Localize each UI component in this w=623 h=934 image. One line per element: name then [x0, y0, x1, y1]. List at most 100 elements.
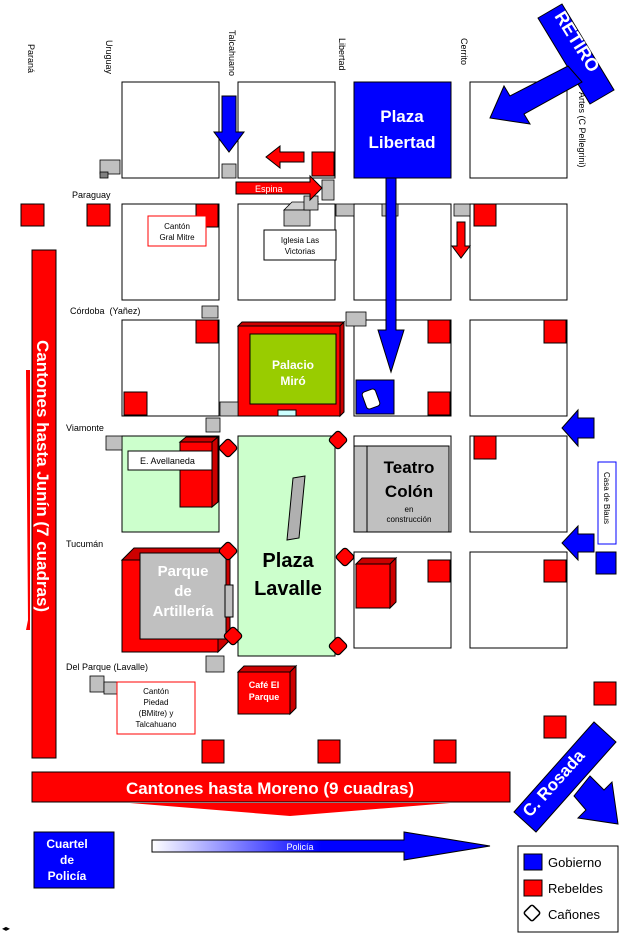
plaza-lavalle — [237, 435, 336, 657]
street-uruguay: Uruguay — [104, 40, 114, 75]
parque-artilleria-court — [139, 552, 227, 640]
cannon-icon — [328, 430, 348, 450]
iglesia-label-1: Iglesia Las — [281, 236, 319, 245]
cafe-side — [289, 664, 297, 716]
palacio-miro-label-2: Miró — [280, 374, 305, 388]
gray-block — [335, 203, 355, 217]
street-paraguay: Paraguay — [72, 190, 111, 200]
red-block — [355, 563, 391, 609]
blue-left-arrow — [561, 408, 595, 448]
gov-square — [595, 551, 617, 575]
moreno-arrow — [130, 803, 450, 816]
cuartel-label-1: Cuartel — [46, 837, 87, 851]
block — [353, 203, 452, 301]
block — [121, 81, 220, 179]
teatro-colon — [366, 445, 450, 533]
gray-block — [201, 305, 219, 319]
canton-mitre-label-2: Gral Mitre — [159, 233, 195, 242]
rebel-square — [473, 435, 497, 460]
cafe-label-2: Parque — [249, 692, 280, 702]
cuartel-policia — [33, 831, 115, 889]
rebel-square — [473, 203, 497, 227]
plaza-lavalle-label-1: Plaza — [262, 550, 314, 572]
street-artes: Artes (C Pellegrini) — [577, 92, 587, 168]
artilleria-label-3: Artillería — [153, 603, 215, 620]
espina-label: Espina — [255, 184, 283, 194]
cantones-moreno-bar — [31, 771, 511, 803]
nav-arrows-icon: ◂▸ — [2, 924, 10, 933]
canton-mitre-label-1: Cantón — [164, 222, 190, 231]
legend-rebeldes-swatch — [523, 879, 543, 897]
cannon-icon — [223, 626, 243, 646]
gray-block — [105, 435, 123, 451]
legend-gobierno-swatch — [523, 853, 543, 871]
cantones-junin-label: Cantones hasta Junín (7 cuadras) — [33, 340, 52, 612]
rebel-square — [433, 739, 457, 764]
street-talcahuano: Talcahuano — [227, 30, 237, 76]
cantones-moreno-label: Cantones hasta Moreno (9 cuadras) — [126, 779, 414, 798]
espina-arrow — [235, 174, 323, 202]
teatro-sub-1: en — [405, 505, 414, 514]
rebel-square — [201, 739, 225, 764]
street-labels: Paraná Uruguay Talcahuano Libertad Cerri… — [26, 30, 587, 672]
artilleria-gate — [224, 584, 234, 618]
gray-block — [205, 417, 221, 433]
cafe-el-parque — [237, 671, 291, 715]
plaza-lavalle-label-2: Lavalle — [254, 578, 322, 600]
legend-rebeldes: Rebeldes — [548, 881, 603, 896]
cuartel-label-3: Policía — [48, 869, 87, 883]
gray-block — [221, 163, 237, 179]
rebel-square — [593, 681, 617, 706]
blue-down-arrow — [213, 95, 245, 153]
rebel-square — [317, 739, 341, 764]
legend-cannon-icon — [523, 904, 541, 922]
teatro-colon-label-1: Teatro — [384, 458, 435, 477]
gray-block — [89, 675, 105, 693]
casa-blaus-label: Casa de Blaus — [602, 472, 611, 524]
iglesia-label-2: Victorias — [285, 247, 316, 256]
red-block-top — [354, 557, 398, 565]
rebel-square — [543, 319, 567, 344]
rebel-square — [543, 715, 567, 739]
palacio-miro-court — [249, 333, 337, 405]
policia-arrow — [151, 831, 491, 861]
artilleria-label-1: Parque — [158, 563, 209, 580]
legend: Gobierno Rebeldes Cañones — [517, 845, 619, 933]
c-rosada-banner — [513, 721, 617, 833]
street-parana: Paraná — [26, 44, 36, 73]
palacio-miro-label-1: Palacio — [272, 358, 314, 372]
policia-label: Policía — [286, 842, 313, 852]
legend-canones: Cañones — [548, 907, 601, 922]
gray-positions — [89, 159, 471, 695]
street-cordoba: Córdoba (Yañez) — [70, 306, 140, 316]
blue-long-arrow — [377, 177, 405, 374]
street-cerrito: Cerrito — [459, 38, 469, 65]
retiro-arrow: RETIRO — [489, 3, 615, 125]
city-blocks — [121, 81, 568, 649]
gray-block — [219, 401, 239, 417]
cannon-icon — [218, 541, 238, 561]
plaza-libertad-label-1: Plaza — [380, 107, 424, 126]
street-viamonte: Viamonte — [66, 423, 104, 433]
cafe-top — [236, 665, 298, 673]
rebel-square — [311, 151, 335, 177]
rebel-square — [86, 203, 111, 227]
artilleria-label-2: de — [174, 583, 192, 600]
legend-gobierno: Gobierno — [548, 855, 601, 870]
junin-arrow — [26, 370, 30, 630]
teatro-colon-label-2: Colón — [385, 482, 433, 501]
rebel-square — [427, 391, 451, 416]
gray-block — [205, 655, 225, 673]
rebel-square — [123, 391, 148, 416]
cuartel-label-2: de — [60, 853, 74, 867]
palacio-miro-side — [339, 320, 345, 418]
rebel-square — [427, 559, 451, 583]
avellaneda-label: E. Avellaneda — [140, 456, 195, 466]
canton-piedad-2: Piedad — [144, 698, 169, 707]
c-rosada-arrow — [573, 775, 619, 825]
cannon-icon — [328, 636, 348, 656]
red-down-arrow — [451, 221, 471, 259]
gray-block — [345, 311, 367, 327]
cantones-junin-bar — [31, 249, 57, 759]
